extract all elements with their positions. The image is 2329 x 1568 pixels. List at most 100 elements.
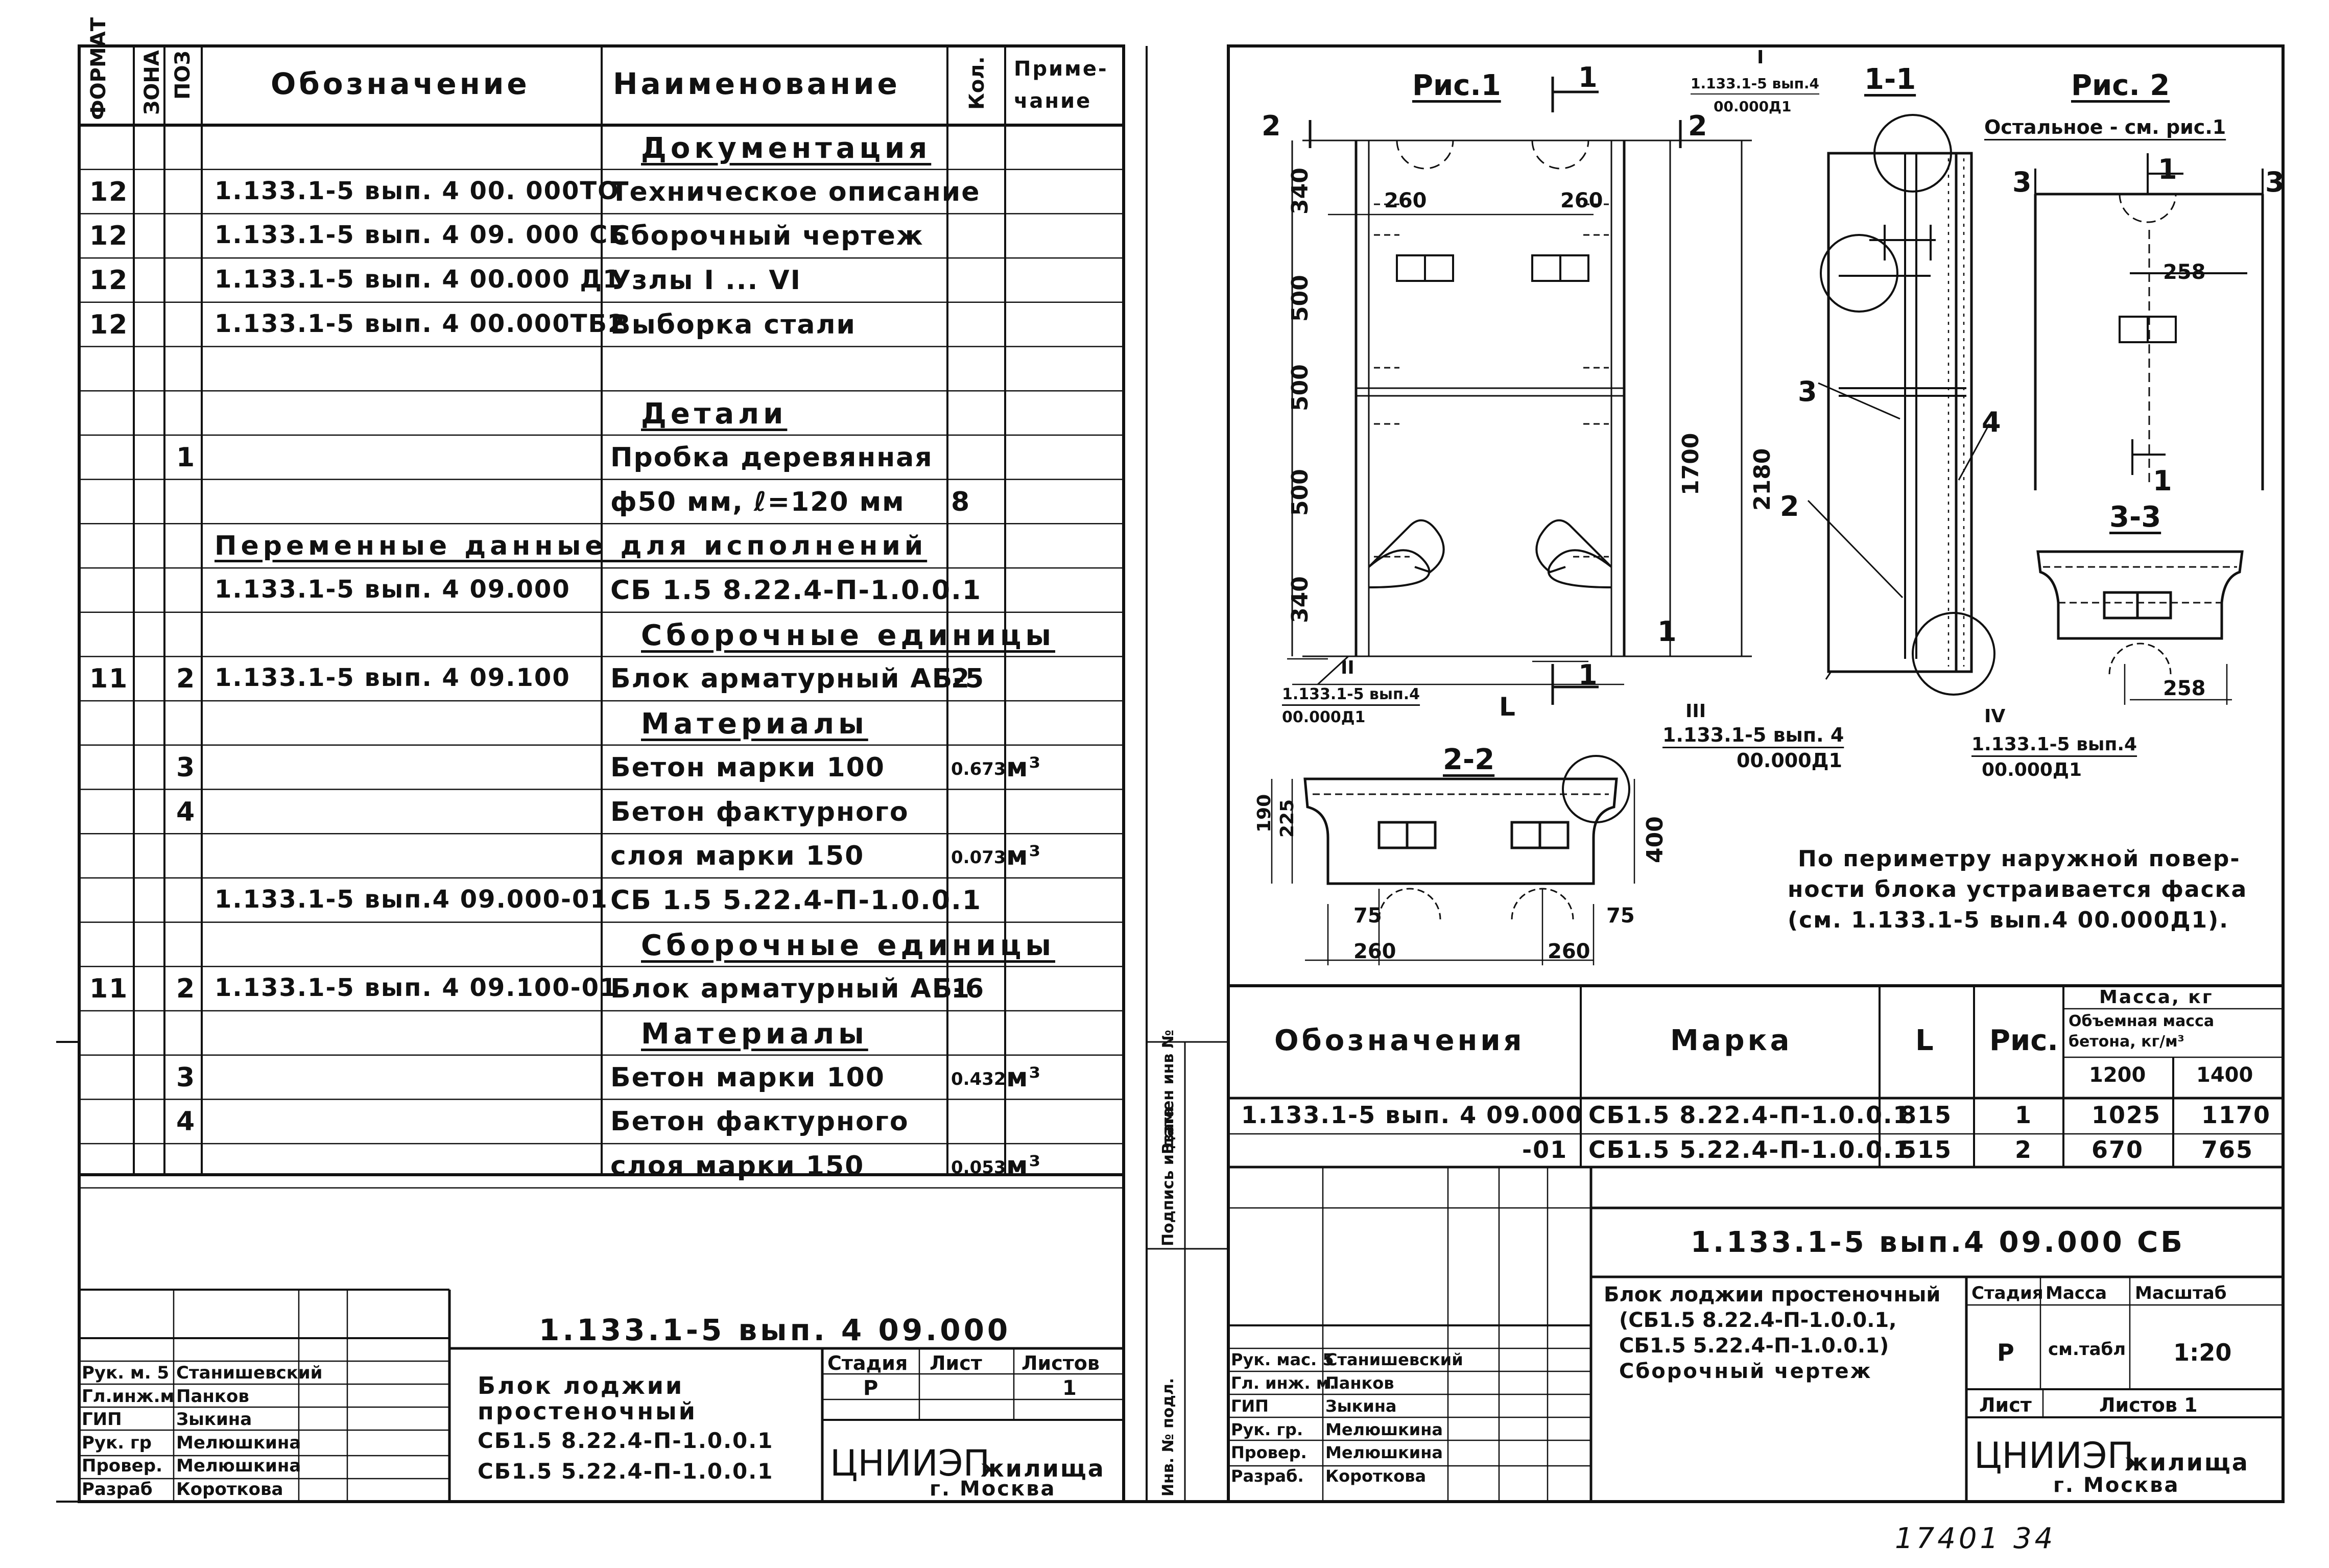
spec-qty: 8 (951, 486, 971, 517)
var-header-density2: бетона, кг/м³ (2069, 1033, 2184, 1051)
spec-section-title: Материалы (641, 1017, 868, 1051)
stamp-role: Рук. мас. 5 (1231, 1350, 1334, 1369)
spec-name: СБ 1.5 8.22.4-П-1.0.0.1 (610, 575, 982, 606)
var-header-mark: Марка (1670, 1024, 1793, 1057)
position-2: 2 (1780, 490, 1799, 522)
right-stamp-org2: жилища (2125, 1448, 2249, 1476)
dim-L: L (1499, 692, 1515, 722)
spec-name: Пробка деревянная (610, 442, 933, 473)
left-stamp-sheets: 1 (1062, 1376, 1077, 1400)
spec-designation: 1.133.1-5 вып. 4 09.100 (215, 663, 571, 693)
spec-name: Бетон марки 100 (610, 1062, 885, 1093)
col-pos-header: ПОЗ (171, 51, 195, 100)
dim-2180: 2180 (1749, 448, 1775, 511)
stamp-role: Разраб (82, 1479, 153, 1500)
stamp-name: Короткова (176, 1479, 283, 1500)
spec-unit: м³ (1006, 841, 1042, 872)
spec-qty: 0.073 (951, 847, 1006, 868)
stamp-name: Станишевский (176, 1363, 323, 1383)
left-stamp-title-4: СБ1.5 5.22.4-П-1.0.0.1 (478, 1459, 774, 1484)
spec-designation: 1.133.1-5 вып. 4 00.000ТБ2 (215, 309, 626, 338)
spec-name: Узлы I ... VI (610, 265, 801, 296)
chamfer-note-3: (см. 1.133.1-5 вып.4 00.000Д1). (1788, 907, 2229, 933)
spec-format: 12 (89, 309, 129, 340)
spec-section-title: Детали (641, 397, 788, 431)
right-stamp-stage: Р (1997, 1339, 2014, 1366)
spec-qty: 0.053 (951, 1157, 1006, 1178)
position-1: 1 (1657, 615, 1677, 648)
spec-pos: 3 (176, 752, 196, 783)
var-mass-1200: 1025 (2092, 1101, 2161, 1129)
col-note-header-2: чание (1014, 89, 1092, 113)
spec-qty: 1 (951, 973, 971, 1005)
dim-260-left: 260 (1384, 189, 1427, 212)
spec-name: Блок арматурный АБ-5 (610, 663, 985, 695)
stamp-name: Мелюшкина (176, 1456, 301, 1476)
right-stamp-org: ЦНИИЭП (1974, 1435, 2134, 1477)
var-mark: СБ1.5 5.22.4-П-1.0.0.1 (1588, 1136, 1911, 1163)
spec-name: слоя марки 150 (610, 1151, 865, 1182)
cut-mark-2-left: 2 (1262, 110, 1281, 142)
callout-IV-ref2: 00.000Д1 (1982, 759, 2082, 780)
var-fig: 2 (2015, 1136, 2033, 1163)
var-header-L: L (1915, 1024, 1934, 1057)
spec-pos: 2 (176, 973, 196, 1005)
spec-designation: 1.133.1-5 вып. 4 00. 000ТО (215, 176, 620, 205)
left-stamp-stage: Р (863, 1376, 878, 1400)
chamfer-note-2: ности блока устраивается фаска (1788, 876, 2248, 902)
spec-name: Сборочный чертеж (610, 221, 924, 252)
dim-258-sec33: 258 (2163, 677, 2206, 700)
col-note-header-1: Приме- (1014, 57, 1108, 81)
dim-260-right: 260 (1560, 189, 1603, 212)
stamp-name: Станишевский (1325, 1350, 1463, 1369)
cut-mark-1-bottom: 1 (1578, 659, 1598, 691)
left-stamp-stage-header: Стадия (827, 1352, 908, 1374)
fig2-note: Остальное - см. рис.1 (1984, 116, 2226, 138)
cut-mark-1-fig2: 1 (2153, 465, 2172, 497)
spec-designation: 1.133.1-5 вып. 4 09.100-01 (215, 973, 618, 1003)
col-zone-header: ЗОНА (140, 50, 164, 115)
spec-pos: 3 (176, 1062, 196, 1093)
cut-mark-2-right: 2 (1688, 110, 1707, 142)
spec-unit: м³ (1006, 752, 1042, 783)
callout-II-num: II (1341, 657, 1354, 678)
margin-replace-label: Взамен инв № (1159, 1030, 1177, 1154)
position-4: 4 (1982, 406, 2001, 438)
right-stamp-title-2: (СБ1.5 8.22.4-П-1.0.0.1, (1619, 1309, 1897, 1332)
spec-name: Бетон фактурного (610, 796, 909, 827)
spec-name: Бетон марки 100 (610, 752, 885, 783)
var-designation: -01 (1522, 1136, 1568, 1163)
stamp-name: Зыкина (1325, 1396, 1397, 1416)
callout-III-num: III (1685, 701, 1706, 722)
dim-1700: 1700 (1678, 433, 1704, 495)
stamp-name: Мелюшкина (1325, 1419, 1443, 1439)
right-stamp-title-4: Сборочный чертеж (1619, 1360, 1872, 1383)
dim-260-sec22-left: 260 (1353, 940, 1396, 963)
stamp-role: Провер. (82, 1456, 162, 1476)
dim-260-sec22-right: 260 (1548, 940, 1590, 963)
right-stamp-title-1: Блок лоджии простеночный (1604, 1283, 1941, 1306)
dim-75-right: 75 (1606, 904, 1635, 928)
var-fig: 1 (2015, 1101, 2033, 1129)
var-header-mass: Масса, кг (2099, 987, 2214, 1008)
section-2-2-label: 2-2 (1443, 743, 1495, 776)
callout-III-ref2: 00.000Д1 (1737, 749, 1842, 772)
spec-section-wide: Переменные данные для исполнений (215, 531, 928, 562)
position-3: 3 (1798, 375, 1817, 408)
margin-inv-label: Инв. № подл. (1159, 1377, 1177, 1496)
spec-name: Техническое описание (610, 176, 981, 207)
spec-designation: 1.133.1-5 вып. 4 00.000 Д1 (215, 265, 621, 294)
spec-unit: м³ (1006, 1151, 1042, 1182)
spec-pos: 1 (176, 442, 196, 473)
archive-number: 17401 34 (1895, 1522, 2056, 1555)
spec-section-title: Материалы (641, 707, 868, 741)
var-L: 815 (1900, 1101, 1953, 1129)
section-3-3-label: 3-3 (2109, 501, 2161, 534)
spec-unit: м³ (1006, 1062, 1042, 1093)
dim-500-2: 500 (1287, 364, 1313, 411)
right-stamp-city: г. Москва (2053, 1474, 2180, 1497)
dim-340-bottom: 340 (1287, 576, 1313, 623)
dim-190: 190 (1254, 794, 1275, 833)
